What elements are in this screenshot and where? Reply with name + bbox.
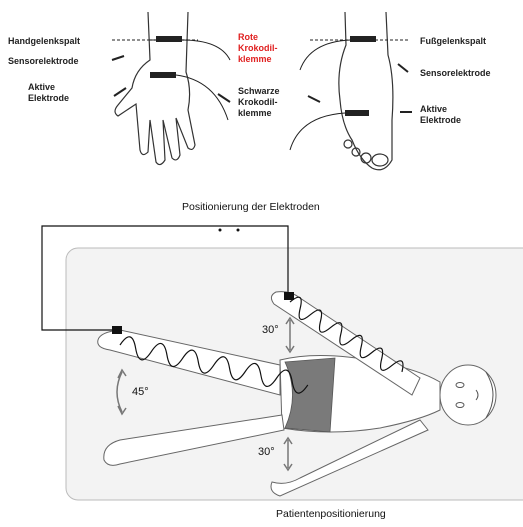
hand-joint-gap-label: Handgelenkspalt [8,36,80,47]
foot-clamp-arrow [308,96,320,102]
electrode-positioning-caption: Positionierung der Elektroden [182,201,320,213]
foot-active-electrode-label-line2: Elektrode [420,115,461,126]
clamp-point-left [219,229,222,232]
black-clamp-label-line2: Krokodil- [238,97,278,108]
red-clamp-label-line3: klemme [238,54,272,65]
red-clamp-label-line1: Rote [238,32,258,43]
hand-active-electrode-label-line1: Aktive [28,82,55,93]
foot-angle-label: 30° [258,446,275,458]
patient-underwear [285,358,335,432]
leg-angle-label: 45° [132,386,149,398]
patient-foot-electrode [112,326,122,334]
arm-angle-label: 30° [262,324,279,336]
hand-active-electrode-label-line2: Elektrode [28,93,69,104]
foot-active-electrode-label-line1: Aktive [420,104,447,115]
patient-positioning-caption: Patientenpositionierung [276,508,386,520]
red-clamp-label-line2: Krokodil- [238,43,278,54]
foot-black-cable [290,113,345,150]
hand-sensor-arrow [112,56,124,60]
hand-sensor-electrode-label: Sensorelektrode [8,56,79,67]
foot-illustration [339,12,393,170]
foot-active-electrode [345,110,369,116]
hand-active-arrow [114,88,126,96]
foot-sensor-arrow [398,64,408,72]
red-clamp-cable [182,40,230,60]
hand-sensor-electrode [156,36,182,42]
foot-sensor-electrode [350,36,376,42]
clamp-point-right [237,229,240,232]
foot-sensor-electrode-label: Sensorelektrode [420,68,491,79]
foot-joint-gap-label: Fußgelenkspalt [420,36,486,47]
black-clamp-cable [176,75,228,120]
black-clamp-label-line3: klemme [238,108,272,119]
hand-illustration [115,12,195,165]
black-clamp-label-line1: Schwarze [238,86,280,97]
clamp-arrow [218,94,230,102]
hand-active-electrode [150,72,176,78]
patient-hand-electrode [284,292,294,300]
